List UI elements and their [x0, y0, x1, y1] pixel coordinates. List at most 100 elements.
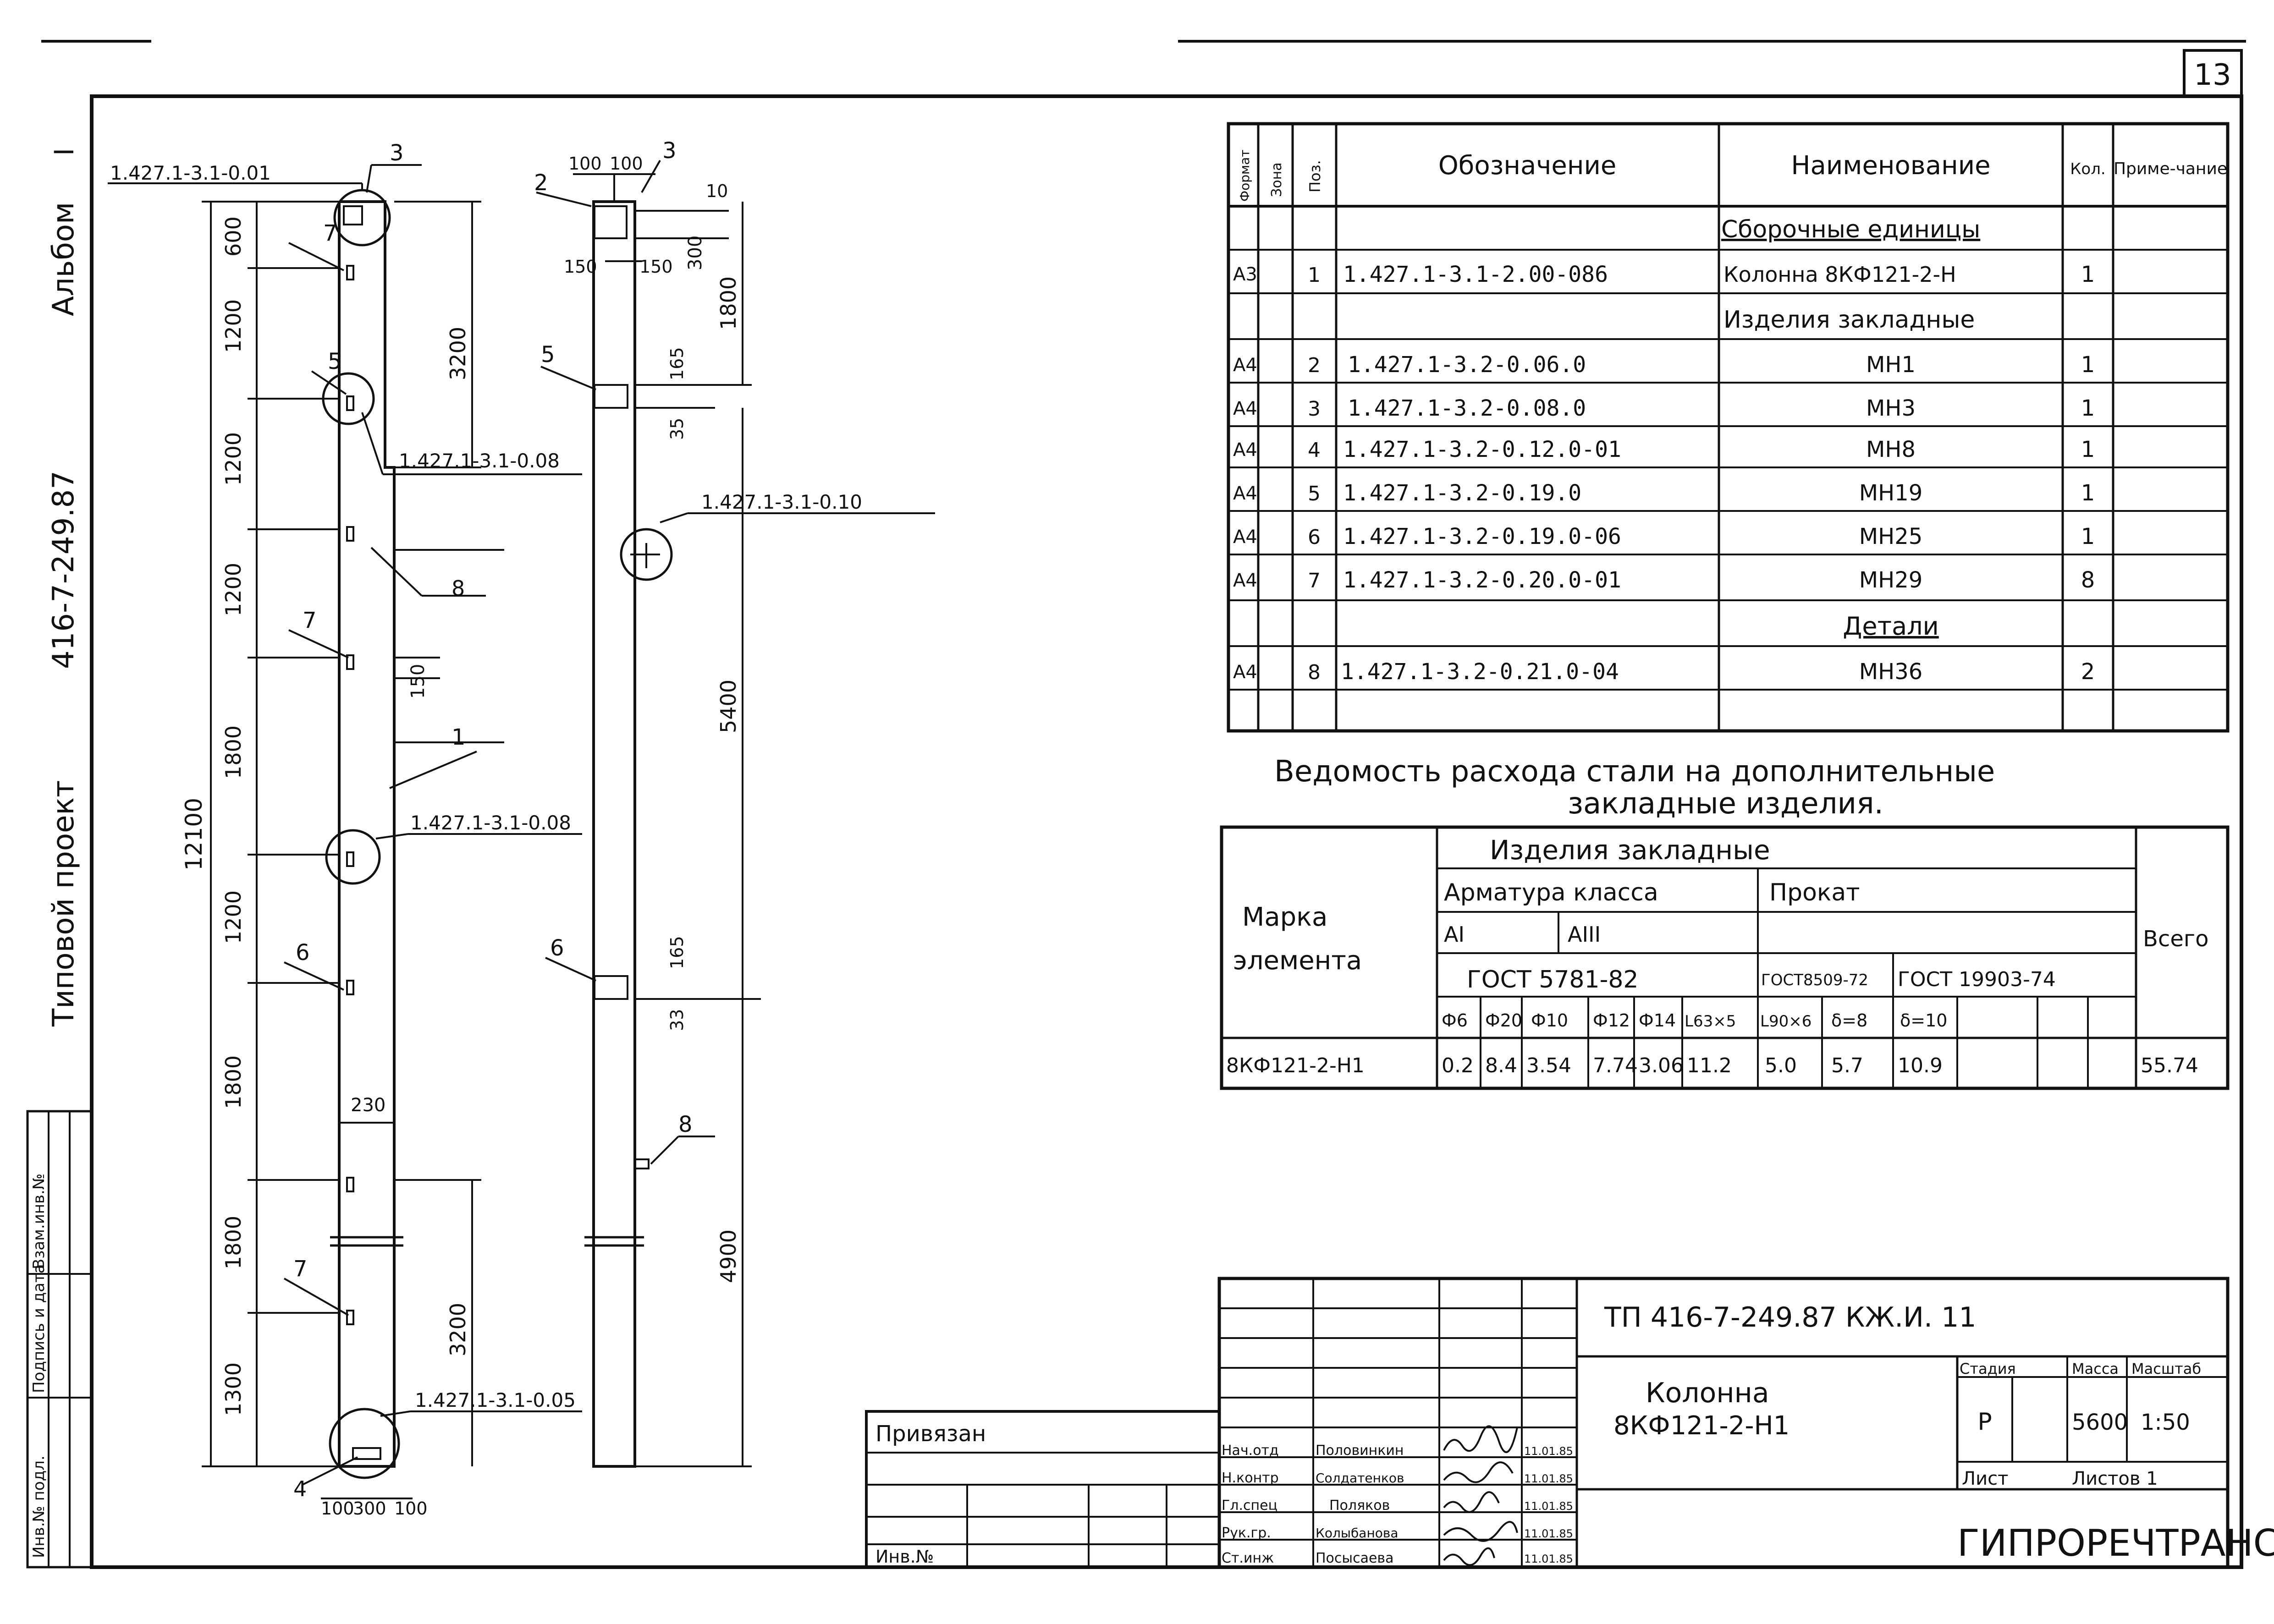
- svg-text:1.427.1-3.2-0.06.0: 1.427.1-3.2-0.06.0: [1348, 352, 1586, 378]
- svg-text:11.2: 11.2: [1687, 1054, 1732, 1077]
- svg-text:100: 100: [321, 1498, 354, 1519]
- svg-text:L90×6: L90×6: [1760, 1012, 1811, 1031]
- svg-text:L63×5: L63×5: [1685, 1012, 1736, 1031]
- svg-text:Масса: Масса: [2072, 1360, 2119, 1377]
- svg-text:1200: 1200: [221, 563, 246, 616]
- svg-text:7: 7: [323, 220, 337, 246]
- svg-text:1: 1: [2081, 395, 2095, 421]
- svg-text:7.74: 7.74: [1593, 1054, 1638, 1077]
- svg-text:Ф14: Ф14: [1639, 1010, 1676, 1031]
- ref-08b: 1.427.1-3.1-0.08: [410, 812, 571, 834]
- signature-row: Ст.инж Посысаева 11.01.85: [1222, 1550, 1573, 1566]
- svg-text:11.01.85: 11.01.85: [1524, 1472, 1573, 1485]
- svg-text:5: 5: [328, 349, 342, 374]
- svg-text:Арматура класса: Арматура класса: [1444, 879, 1658, 906]
- signature-scribble: [1443, 1521, 1518, 1542]
- svg-text:600: 600: [221, 216, 246, 257]
- svg-text:Приме-чание: Приме-чание: [2114, 159, 2227, 178]
- steel-title-1: Ведомость расхода стали на дополнительны…: [1274, 755, 1995, 789]
- svg-text:300: 300: [685, 236, 706, 270]
- svg-text:Ф12: Ф12: [1593, 1010, 1630, 1031]
- ref-10: 1.427.1-3.1-0.10: [701, 491, 862, 513]
- svg-text:4: 4: [1308, 439, 1321, 462]
- svg-text:Прокат: Прокат: [1769, 879, 1860, 906]
- project-code: 416-7-249.87: [47, 471, 81, 669]
- svg-text:Детали: Детали: [1843, 612, 1939, 641]
- svg-text:Формат: Формат: [1237, 149, 1252, 202]
- svg-text:МН29: МН29: [1859, 567, 1923, 593]
- svg-text:Привязан: Привязан: [875, 1421, 986, 1447]
- svg-text:10: 10: [706, 181, 728, 201]
- svg-text:Зона: Зона: [1269, 162, 1285, 197]
- drawing-name-1: Колонна: [1646, 1377, 1769, 1409]
- spec-row: А4 4 1.427.1-3.2-0.12.0-01 МН8 1: [1233, 437, 2095, 462]
- svg-text:165: 165: [667, 347, 687, 380]
- svg-text:Марка: Марка: [1242, 902, 1327, 932]
- steel-table: Ведомость расхода стали на дополнительны…: [1220, 755, 2230, 1090]
- svg-text:6: 6: [1308, 526, 1321, 549]
- svg-text:2: 2: [534, 170, 548, 196]
- steel-row-mark: 8КФ121-2-Н1: [1226, 1054, 1365, 1077]
- svg-text:Н.контр: Н.контр: [1222, 1470, 1279, 1486]
- side-stamp: Инв.№ подл. Подпись и дата Взам.инв.№: [26, 1110, 93, 1569]
- svg-text:3: 3: [662, 138, 677, 164]
- svg-text:8.4: 8.4: [1485, 1054, 1517, 1077]
- svg-text:А4: А4: [1233, 439, 1257, 461]
- svg-text:Гл.спец: Гл.спец: [1222, 1498, 1277, 1514]
- spec-row: А4 7 1.427.1-3.2-0.20.0-01 МН29 8: [1233, 567, 2095, 593]
- svg-text:Инв.№ подл.: Инв.№ подл.: [30, 1455, 48, 1558]
- svg-text:Листов 1: Листов 1: [2072, 1468, 2158, 1489]
- svg-text:Стадия: Стадия: [1960, 1360, 2016, 1377]
- svg-text:Наименование: Наименование: [1791, 151, 1990, 181]
- svg-text:5600: 5600: [2072, 1410, 2128, 1435]
- svg-text:5.0: 5.0: [1765, 1054, 1797, 1077]
- svg-text:1200: 1200: [221, 890, 246, 944]
- svg-text:1.427.1-3.2-0.19.0: 1.427.1-3.2-0.19.0: [1343, 480, 1581, 506]
- signature-scribble: [1443, 1425, 1518, 1453]
- svg-text:1.427.1-3.2-0.20.0-01: 1.427.1-3.2-0.20.0-01: [1343, 567, 1621, 593]
- svg-text:5: 5: [1308, 482, 1321, 505]
- svg-text:Посысаева: Посысаева: [1316, 1550, 1394, 1566]
- title-block: Нач.отд Половинкин 11.01.85 Н.контр Солд…: [1217, 1277, 2274, 1569]
- svg-text:Колыбанова: Колыбанова: [1316, 1525, 1399, 1541]
- svg-text:4: 4: [293, 1476, 307, 1501]
- svg-text:1: 1: [1308, 263, 1321, 287]
- spec-row: А4 8 1.427.1-3.2-0.21.0-04 МН36 2: [1233, 659, 2095, 685]
- svg-text:6: 6: [296, 940, 310, 966]
- svg-text:1: 1: [2081, 524, 2095, 549]
- svg-text:8: 8: [1308, 661, 1321, 684]
- svg-text:АIII: АIII: [1568, 922, 1601, 947]
- specification-table: Формат Зона Поз. Обозначение Наименовани…: [1227, 122, 2230, 733]
- svg-text:1: 1: [2081, 437, 2095, 462]
- svg-text:5: 5: [541, 342, 555, 368]
- binding-block: Привязан Инв.№: [865, 1410, 1221, 1569]
- svg-text:1800: 1800: [221, 1055, 246, 1109]
- svg-text:1.427.1-3.2-0.08.0: 1.427.1-3.2-0.08.0: [1348, 395, 1586, 421]
- svg-text:А4: А4: [1233, 527, 1257, 548]
- svg-text:230: 230: [351, 1095, 385, 1116]
- svg-text:Ф20: Ф20: [1485, 1010, 1522, 1031]
- svg-text:А4: А4: [1233, 570, 1257, 591]
- svg-text:МН36: МН36: [1859, 659, 1923, 685]
- svg-text:А4: А4: [1233, 483, 1257, 504]
- svg-text:1: 1: [2081, 480, 2095, 506]
- drawing-code: ТП 416-7-249.87 КЖ.И. 11: [1604, 1301, 1977, 1333]
- svg-text:0.2: 0.2: [1442, 1054, 1474, 1077]
- svg-text:165: 165: [667, 936, 687, 969]
- svg-text:1.427.1-3.2-0.12.0-01: 1.427.1-3.2-0.12.0-01: [1343, 437, 1621, 462]
- ref-top: 1.427.1-3.1-0.01: [110, 162, 271, 184]
- svg-text:2: 2: [1308, 354, 1321, 377]
- organization-name: ГИПРОРЕЧТРАНС: [1957, 1522, 2274, 1564]
- svg-text:1:50: 1:50: [2141, 1410, 2190, 1435]
- svg-text:11.01.85: 11.01.85: [1524, 1553, 1573, 1565]
- signature-row: Рук.гр. Колыбанова 11.01.85: [1222, 1525, 1573, 1541]
- svg-text:3.06: 3.06: [1639, 1054, 1684, 1077]
- svg-text:А4: А4: [1233, 662, 1257, 683]
- svg-text:5.7: 5.7: [1831, 1054, 1863, 1077]
- album-label: Альбом: [47, 202, 81, 316]
- svg-text:150: 150: [639, 257, 673, 277]
- svg-text:МН3: МН3: [1866, 395, 1916, 421]
- svg-text:МН1: МН1: [1866, 352, 1916, 378]
- svg-text:1.427.1-3.2-0.19.0-06: 1.427.1-3.2-0.19.0-06: [1343, 524, 1621, 549]
